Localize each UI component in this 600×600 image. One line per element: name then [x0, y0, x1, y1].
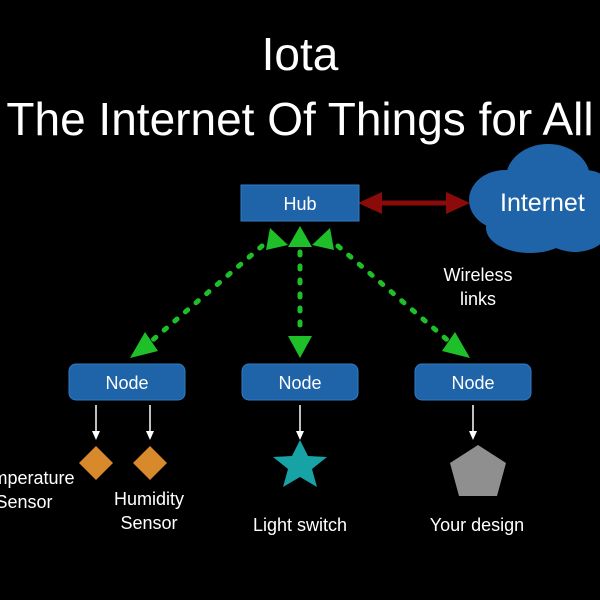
arrow-down-left-icon: [130, 332, 158, 358]
temperature-label-line-1: Temperature: [0, 468, 75, 488]
arrow-up-left-icon: [266, 228, 288, 250]
node-box-center: Node: [241, 363, 359, 401]
device-connectors: [92, 405, 477, 440]
hub-internet-link: [358, 192, 470, 214]
arrow-left-icon: [358, 192, 382, 214]
light-switch-label: Light switch: [253, 515, 347, 535]
humidity-diamond-icon: [133, 446, 167, 480]
your-design-label: Your design: [430, 515, 524, 535]
node-label-right: Node: [451, 373, 494, 393]
internet-cloud: Internet: [469, 144, 600, 253]
arrow-right-icon: [446, 192, 470, 214]
humidity-label-line-2: Sensor: [120, 513, 177, 533]
node-box-left: Node: [68, 363, 186, 401]
arrow-down-right-icon: [442, 332, 470, 358]
node-box-right: Node: [414, 363, 532, 401]
node-label-center: Node: [278, 373, 321, 393]
arrow-up-center-icon: [288, 226, 312, 247]
temperature-label-line-2: Sensor: [0, 492, 53, 512]
hub-label: Hub: [283, 194, 316, 214]
internet-label: Internet: [500, 189, 585, 217]
light-switch-star-icon: [273, 440, 327, 487]
wireless-link-left: [145, 243, 265, 347]
humidity-label-line-1: Humidity: [114, 489, 184, 509]
wireless-label-line-2: links: [460, 289, 496, 309]
arrow-down-center-icon: [288, 336, 312, 358]
node-label-left: Node: [105, 373, 148, 393]
title-line-2: The Internet Of Things for All: [6, 93, 593, 145]
arrow-down-icon: [296, 431, 304, 440]
cloud-icon: [469, 144, 600, 253]
hub-box: Hub: [240, 184, 360, 222]
your-design-pentagon-icon: [450, 445, 506, 496]
arrow-down-icon: [92, 431, 100, 440]
arrow-down-icon: [469, 431, 477, 440]
temperature-diamond-icon: [79, 446, 113, 480]
wireless-link-right: [335, 243, 455, 347]
arrow-down-icon: [146, 431, 154, 440]
title-line-1: Iota: [262, 28, 339, 80]
arrow-up-right-icon: [312, 228, 334, 250]
wireless-links: [130, 226, 470, 358]
wireless-label-line-1: Wireless: [443, 265, 512, 285]
